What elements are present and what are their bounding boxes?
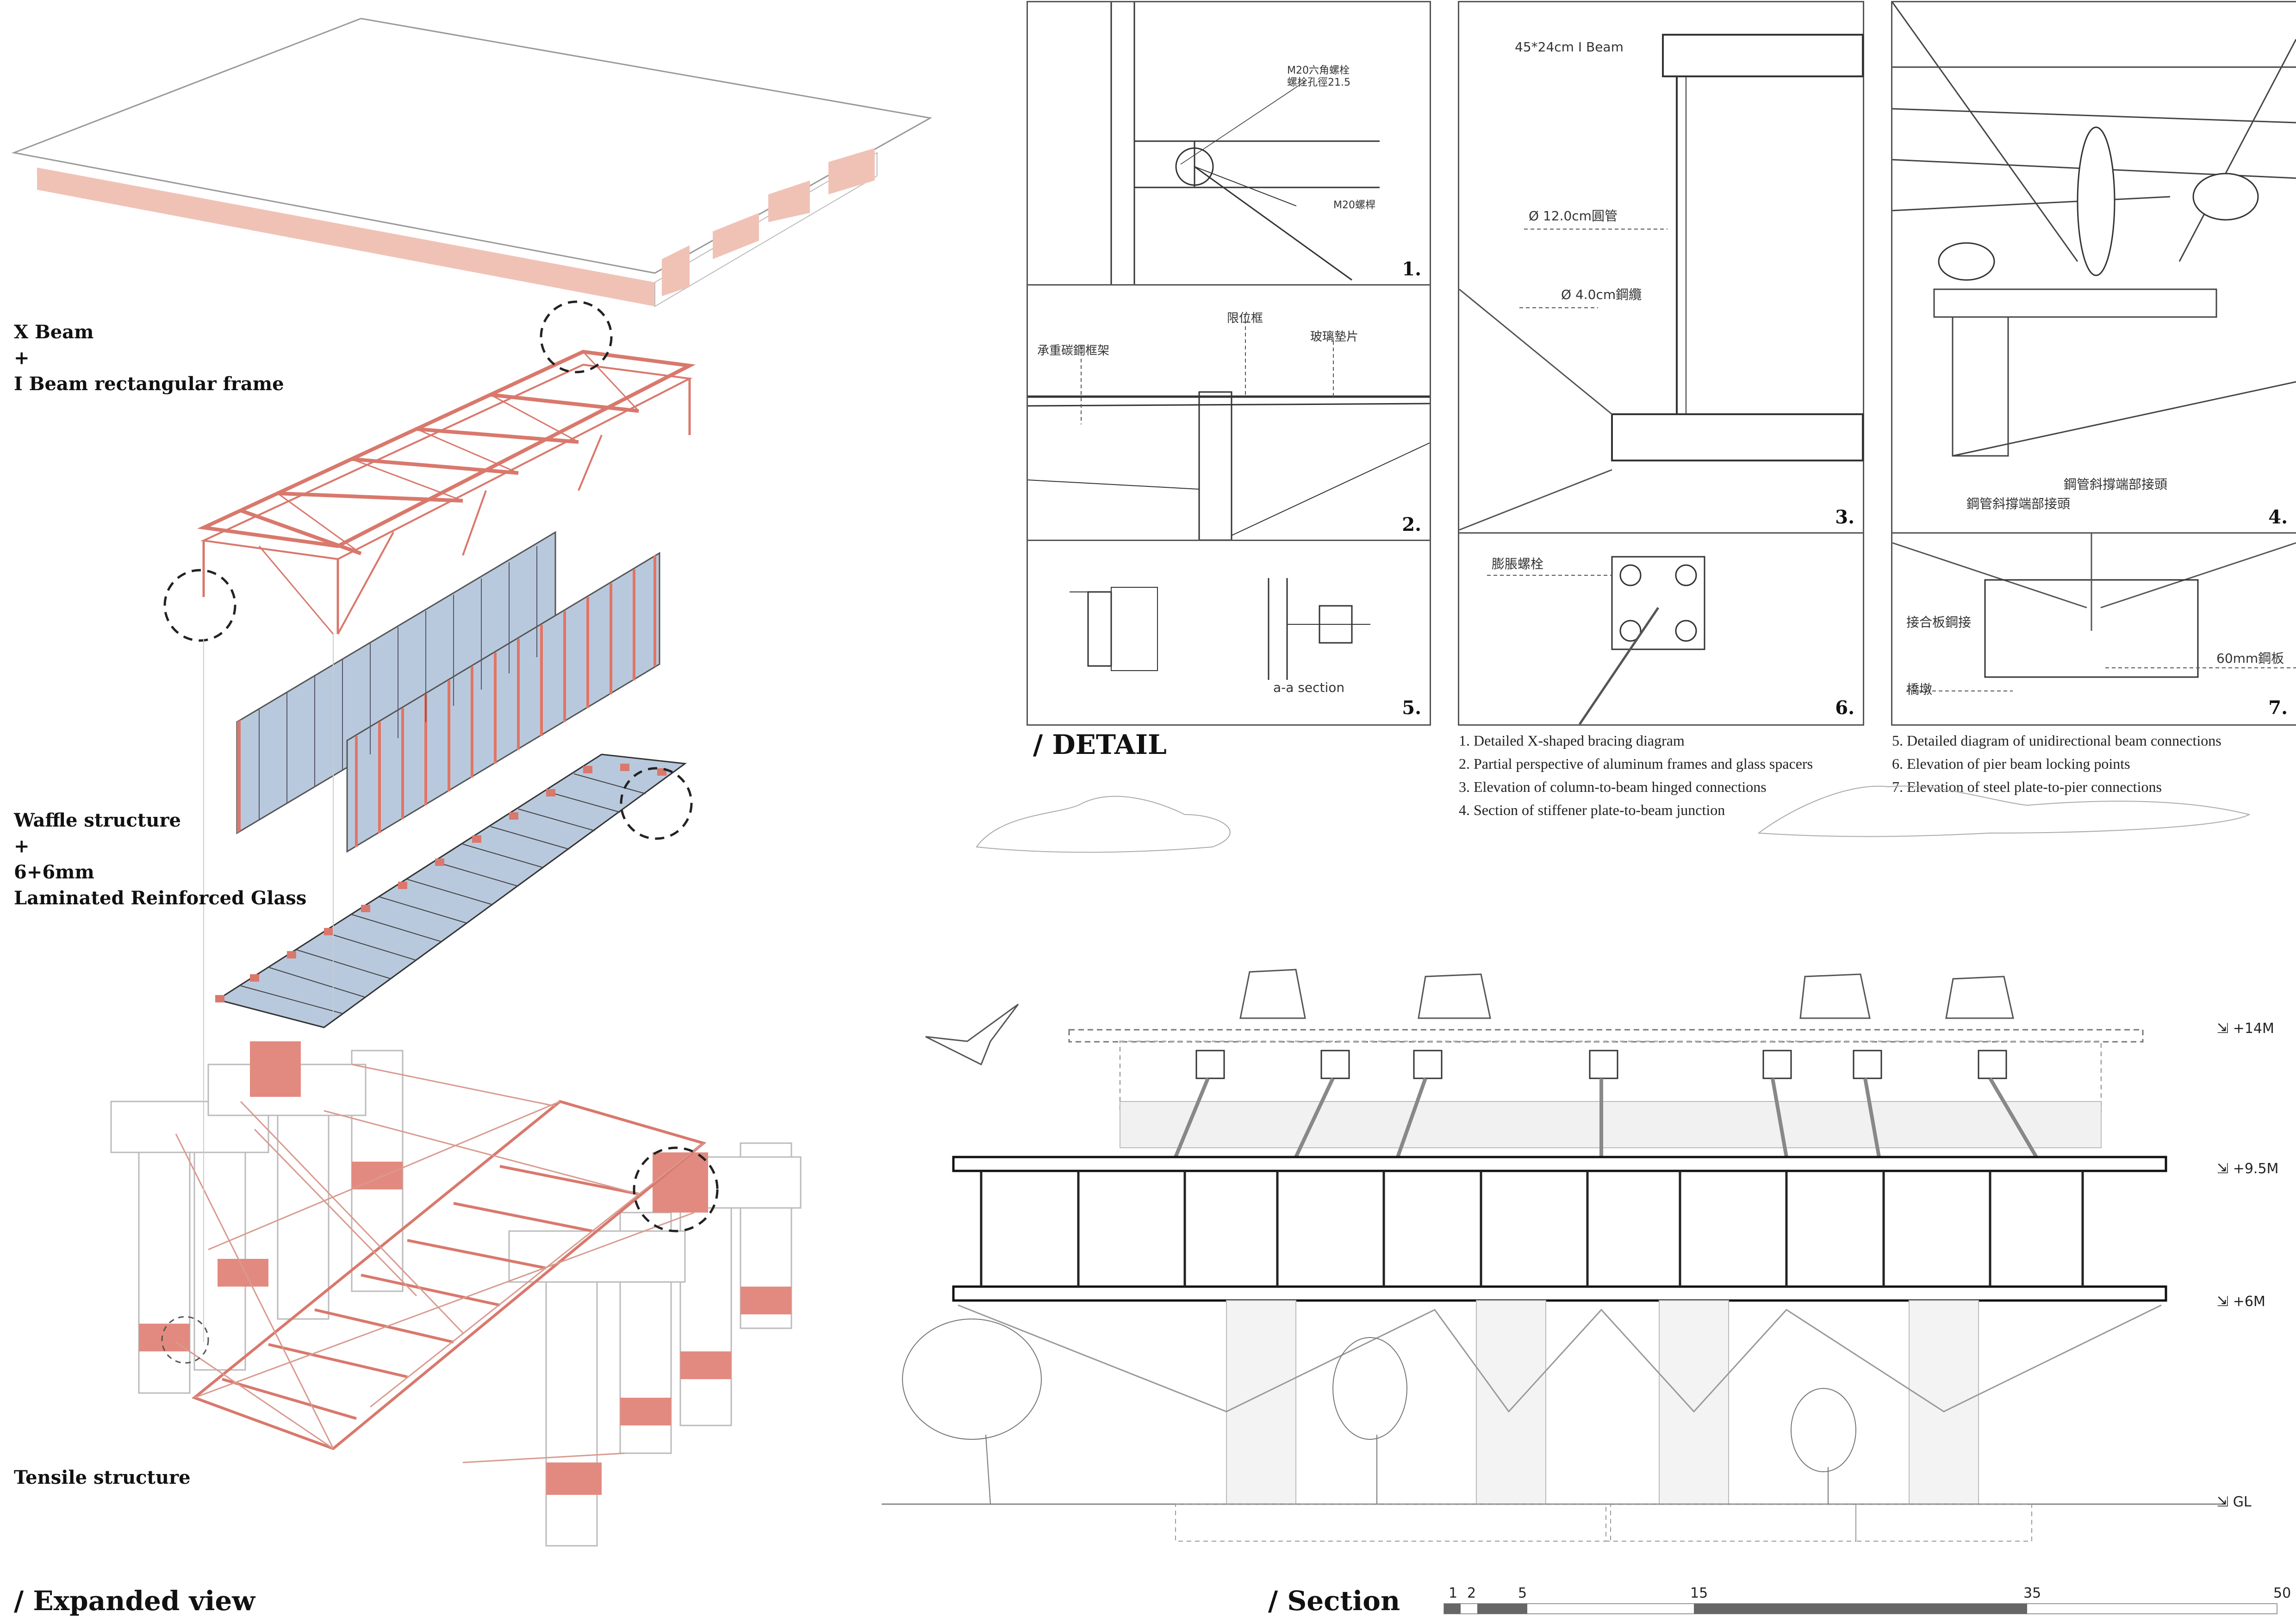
scale-tick-label: 2 xyxy=(1467,1585,1476,1601)
scale-tick-label: 50 xyxy=(2273,1585,2291,1601)
detail-title: / DETAIL xyxy=(1033,729,1167,760)
detail-panel-1: M20六角螺栓螺栓孔徑21.5 M20螺桿 1. xyxy=(1027,1,1431,287)
tensile-structure xyxy=(110,1041,802,1547)
expanded-view-drawing xyxy=(11,18,933,1547)
panel-number: 3. xyxy=(1835,506,1854,528)
note-joint-plate: 接合板鋼接 xyxy=(1906,615,1972,630)
scale-tick-label: 1 xyxy=(1449,1585,1458,1601)
level-gl: ⇲ GL xyxy=(2217,1494,2252,1510)
note-expansion-bolt: 膨脹螺栓 xyxy=(1492,556,1544,572)
note-limit-frame: 限位框 xyxy=(1227,311,1263,325)
note-brace-joint-2: 鋼管斜撐端部接頭 xyxy=(1966,496,2071,511)
panel-number: 2. xyxy=(1402,514,1421,535)
scale-bar xyxy=(1444,1603,2277,1614)
detail-panel-2: 承重碳鋼框架 限位框 玻璃墊片 2. xyxy=(1027,284,1431,542)
note-steel-cable: Ø 4.0cm鋼纜 xyxy=(1561,287,1642,302)
detail-circle-1 xyxy=(540,300,613,373)
roof-slab xyxy=(11,18,933,307)
detail-circle-2 xyxy=(163,569,236,642)
note-i-beam: 45*24cm I Beam xyxy=(1515,39,1624,55)
panel-number: 6. xyxy=(1835,697,1854,719)
glass-deck xyxy=(215,753,687,1028)
waffle-panels xyxy=(236,531,660,853)
level-6m: ⇲ +6M xyxy=(2217,1294,2265,1310)
note-screw: M20螺桿 xyxy=(1333,199,1375,211)
scale-segment xyxy=(1477,1604,1527,1614)
panel-number: 5. xyxy=(1402,697,1421,719)
expanded-view-title: / Expanded view xyxy=(14,1585,255,1617)
panel-number: 4. xyxy=(2268,506,2288,528)
detail-panel-3: 45*24cm I Beam Ø 12.0cm圓管 Ø 4.0cm鋼纜 3. xyxy=(1458,1,1864,535)
level-9-5m: ⇲ +9.5M xyxy=(2217,1161,2279,1177)
detail-circle-4 xyxy=(633,1146,719,1232)
scale-segment xyxy=(1444,1604,1461,1614)
note-steel-frame: 承重碳鋼框架 xyxy=(1037,344,1110,358)
note-brace-joint-1: 鋼管斜撐端部接頭 xyxy=(2064,477,2168,492)
captions-left: 1. Detailed X-shaped bracing diagram 2. … xyxy=(1459,732,1813,818)
detail-panel-4: 鋼管斜撐端部接頭 鋼管斜撐端部接頭 4. xyxy=(1891,1,2296,535)
note-bolt: M20六角螺栓螺栓孔徑21.5 xyxy=(1287,65,1350,88)
captions-right: 5. Detailed diagram of unidirectional be… xyxy=(1892,732,2221,795)
scale-tick-label: 5 xyxy=(1518,1585,1527,1601)
section-title: / Section xyxy=(1268,1585,1400,1617)
detail-circle-5 xyxy=(161,1316,209,1364)
detail-circle-3 xyxy=(620,767,693,840)
note-aa-section: a-a section xyxy=(1273,680,1345,695)
scale-tick-label: 15 xyxy=(1690,1585,1708,1601)
scale-tick-label: 35 xyxy=(2023,1585,2041,1601)
note-round-pipe: Ø 12.0cm圓管 xyxy=(1529,208,1618,224)
cloud-sketches xyxy=(976,785,2251,853)
detail-panel-7: 接合板鋼接 60mm鋼板 橋墩 7. xyxy=(1891,532,2296,726)
scale-segment xyxy=(1694,1604,2027,1614)
label-waffle: Waffle structure + 6+6mm Laminated Reinf… xyxy=(14,809,307,909)
level-14m: ⇲ +14M xyxy=(2217,1020,2274,1037)
label-x-beam: X Beam + I Beam rectangular frame xyxy=(14,321,284,395)
detail-panel-6: 膨脹螺栓 6. xyxy=(1458,532,1864,726)
panel-number: 1. xyxy=(1402,258,1421,280)
note-pier: 橋墩 xyxy=(1906,682,1933,697)
note-steel-plate: 60mm鋼板 xyxy=(2216,651,2284,666)
detail-panel-5: a-a section 5. xyxy=(1027,540,1431,726)
note-glass-spacer: 玻璃墊片 xyxy=(1310,330,1359,344)
label-tensile: Tensile structure xyxy=(14,1467,191,1488)
x-beam-frame xyxy=(197,349,696,635)
panel-number: 7. xyxy=(2268,697,2288,719)
